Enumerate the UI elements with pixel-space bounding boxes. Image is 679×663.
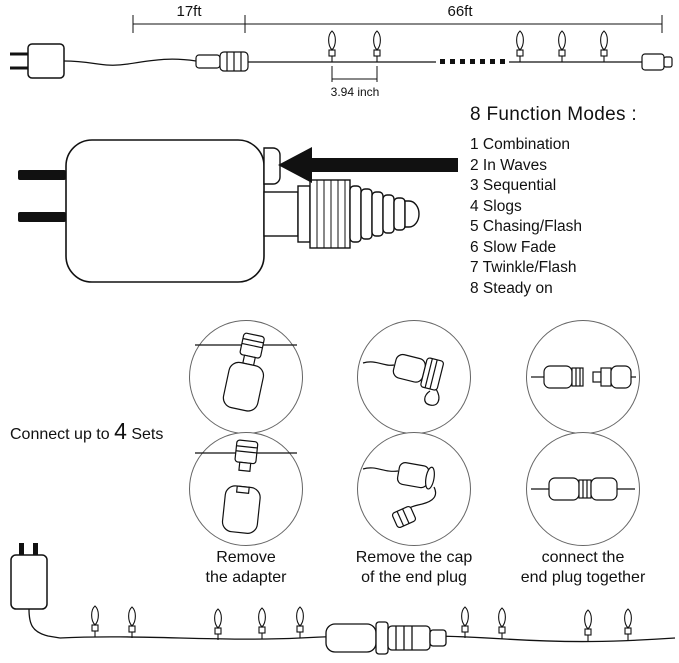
connect-sets-suffix: Sets [131, 426, 164, 443]
string-lights-dimension-diagram: 17ft 66ft [10, 3, 673, 99]
function-mode-item: 7 Twinkle/Flash [470, 259, 577, 276]
continuation-dots [440, 59, 505, 64]
mode-button-arrow [278, 147, 458, 183]
function-mode-item: 4 Slogs [470, 197, 522, 215]
lead-wire [63, 58, 197, 66]
dimension-brackets [132, 15, 663, 33]
function-mode-item: 5 Chasing/Flash [470, 218, 583, 235]
connect-sets-prefix: Connect up to [10, 426, 110, 443]
cap-removed-illustration [362, 462, 437, 529]
step-circle-plugs-apart [526, 320, 640, 434]
caption-line: Remove [216, 549, 276, 566]
mode-button [263, 147, 281, 185]
wall-plug-illustration [10, 43, 65, 79]
step-circle-cap-removed [357, 432, 471, 546]
adapter-prongs [18, 170, 66, 222]
plugs-connected-illustration [531, 477, 635, 501]
caption-line: connect the [541, 549, 625, 566]
step-caption-remove-adapter: Remove the adapter [166, 548, 326, 588]
plugs-apart-illustration [531, 365, 636, 389]
bulb-spacing-label: 3.94 inch [331, 85, 380, 99]
function-mode-item: 3 Sequential [470, 177, 557, 194]
lead-length-label: 17ft [176, 3, 202, 20]
adapter-body [65, 139, 265, 283]
connect-sets-label: Connect up to 4 Sets [10, 418, 163, 445]
adapter-removed-illustration [195, 439, 297, 534]
caption-line: Remove the cap [355, 549, 473, 566]
function-mode-item: 6 Slow Fade [470, 238, 557, 256]
wall-plug-bottom-illustration [10, 543, 48, 610]
string-lights-bottom-illustration [10, 543, 676, 655]
caption-line: end plug together [520, 569, 646, 586]
end-plug-capped-illustration [362, 353, 444, 406]
bulb-spacing-marker [331, 66, 378, 82]
step-caption-connect-plugs: connect the end plug together [503, 548, 663, 588]
adapter-attached-illustration [195, 332, 297, 412]
caption-line: of the end plug [361, 569, 467, 586]
step-circle-plugs-connected [526, 432, 640, 546]
bottom-lead-wire [28, 608, 61, 639]
string-length-label: 66ft [447, 3, 473, 20]
connect-sets-count: 4 [114, 418, 127, 444]
end-plug-illustration [641, 53, 673, 71]
function-mode-item: 8 Steady on [470, 279, 553, 297]
inline-connector-illustration [195, 51, 249, 72]
adapter-connector [263, 179, 420, 249]
function-mode-item: 2 In Waves [470, 156, 547, 174]
caption-line: the adapter [205, 569, 287, 586]
mid-string-connector-illustration [325, 621, 447, 655]
function-modes-list: 8 Function Modes : 1 Combination 2 In Wa… [470, 104, 670, 299]
step-circle-adapter-removed [189, 432, 303, 546]
function-mode-item: 1 Combination [470, 136, 570, 153]
step-circle-end-plug-capped [357, 320, 471, 434]
function-modes-title: 8 Function Modes : [470, 104, 637, 125]
step-circle-adapter-attached [189, 320, 303, 434]
adapter-closeup-illustration [18, 139, 458, 283]
bulbs [328, 30, 608, 63]
step-caption-remove-cap: Remove the cap of the end plug [334, 548, 494, 588]
